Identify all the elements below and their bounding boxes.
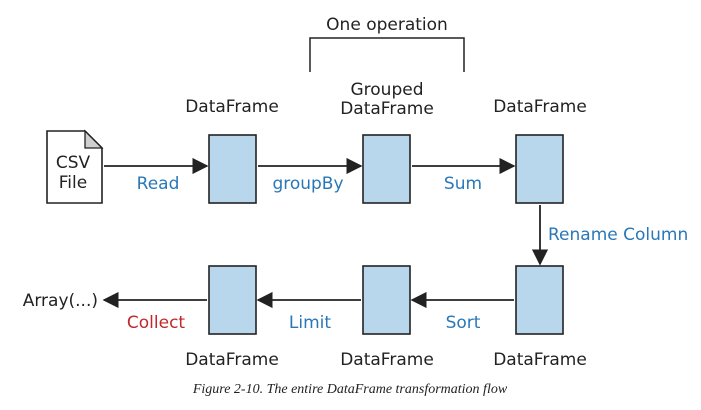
- array-output-label: Array(...): [23, 291, 98, 311]
- dataframe-box-3: [515, 134, 564, 204]
- figure-caption: Figure 2-10. The entire DataFrame transf…: [192, 382, 508, 397]
- dataframe-label-1: DataFrame: [185, 97, 279, 117]
- groupby-label: groupBy: [272, 174, 343, 194]
- dataframe-label-3: DataFrame: [493, 97, 587, 117]
- grouped-dataframe-box: [362, 134, 411, 204]
- limit-label: Limit: [289, 313, 331, 333]
- grouped-label-line1: Grouped: [350, 80, 423, 100]
- one-operation-label: One operation: [326, 15, 448, 35]
- rename-column-label: Rename Column: [548, 225, 688, 245]
- one-operation-bracket: One operation: [309, 15, 465, 72]
- dataframe-label-5: DataFrame: [340, 350, 434, 370]
- dataframe-label-4: DataFrame: [493, 350, 587, 370]
- csv-file-label-line1: CSV: [56, 153, 91, 173]
- dataframe-box-4: [515, 265, 564, 335]
- dataframe-box-1: [208, 134, 257, 204]
- dataframe-box-6: [208, 265, 257, 335]
- dataframe-label-6: DataFrame: [185, 350, 279, 370]
- sum-label: Sum: [444, 174, 482, 194]
- read-label: Read: [137, 174, 180, 194]
- csv-file-label-line2: File: [59, 173, 87, 193]
- grouped-label-line2: DataFrame: [340, 99, 434, 119]
- dataframe-box-5: [362, 265, 411, 335]
- csv-file-icon: CSV File: [46, 129, 104, 204]
- collect-label: Collect: [127, 313, 186, 333]
- sort-label: Sort: [446, 313, 481, 333]
